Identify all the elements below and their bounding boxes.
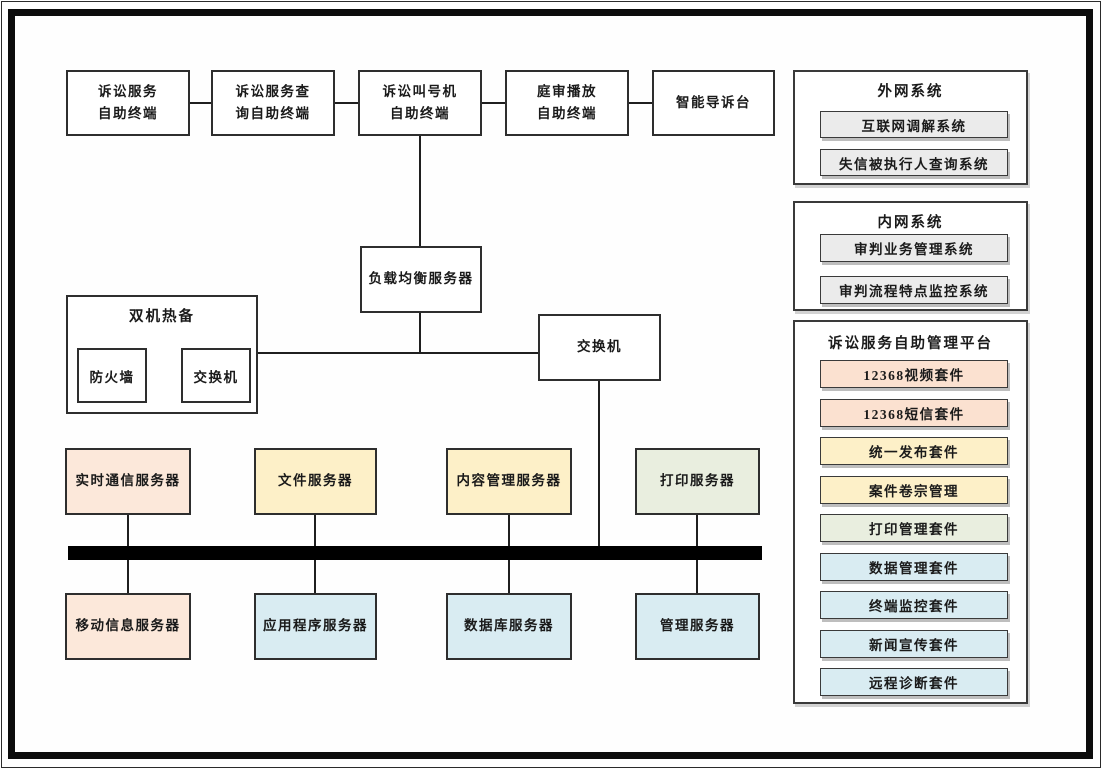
panel-title: 外网系统: [877, 84, 944, 100]
panel-item-terminal-monitor: 终端监控套件: [820, 591, 1008, 619]
connector-line: [127, 515, 129, 547]
main-switch-box: 交换机: [538, 314, 661, 381]
server-label: 文件服务器: [278, 473, 353, 489]
standby-switch-box: 交换机: [181, 348, 251, 403]
terminal-label: 诉讼叫号机 自助终端: [382, 83, 458, 121]
hot-standby-group: 双机热备 防火墙 交换机: [66, 295, 258, 414]
panel-item-news-publicity: 新闻宣传套件: [820, 630, 1008, 658]
panel-title: 诉讼服务自助管理平台: [828, 336, 993, 352]
panel-item-label: 终端监控套件: [869, 599, 959, 614]
server-box-print: 打印服务器: [635, 448, 760, 515]
server-box-realtime-comm: 实时通信服务器: [65, 448, 191, 515]
server-box-content-mgmt: 内容管理服务器: [446, 448, 572, 515]
panel-item-label: 打印管理套件: [869, 522, 959, 537]
load-balancer-box: 负载均衡服务器: [360, 246, 482, 313]
terminal-box-smart-guide: 智能导诉台: [652, 70, 775, 136]
panel-item-remote-diagnosis: 远程诊断套件: [820, 668, 1008, 696]
main-switch-label: 交换机: [577, 339, 622, 355]
connector-line: [127, 560, 129, 593]
server-box-database: 数据库服务器: [446, 593, 572, 660]
connector-line: [314, 515, 316, 547]
connector-line: [696, 560, 698, 593]
server-label: 数据库服务器: [464, 618, 554, 634]
panel-item-label: 案件卷宗管理: [869, 484, 959, 499]
server-box-mobile-info: 移动信息服务器: [65, 593, 191, 660]
panel-item-label: 新闻宣传套件: [869, 638, 959, 653]
panel-item-label: 12368短信套件: [863, 407, 965, 422]
panel-selfservice-platform: 诉讼服务自助管理平台 12368视频套件 12368短信套件 统一发布套件 案件…: [793, 320, 1028, 704]
panel-internal-network: 内网系统 审判业务管理系统 审判流程特点监控系统: [793, 201, 1028, 311]
terminal-label: 智能导诉台: [676, 94, 751, 110]
standby-switch-label: 交换机: [193, 369, 239, 385]
panel-item-12368-video: 12368视频套件: [820, 360, 1008, 388]
server-box-management: 管理服务器: [635, 593, 760, 660]
panel-external-network: 外网系统 互联网调解系统 失信被执行人查询系统: [793, 70, 1028, 185]
panel-item-label: 失信被执行人查询系统: [839, 156, 989, 172]
panel-item-label: 统一发布套件: [869, 445, 959, 460]
panel-item-unified-publish: 统一发布套件: [820, 437, 1008, 465]
terminal-label: 诉讼服务查 询自助终端: [235, 83, 311, 121]
panel-item-dishonest-query: 失信被执行人查询系统: [820, 149, 1008, 176]
terminal-label: 诉讼服务 自助终端: [98, 83, 158, 121]
connector-line: [629, 102, 652, 104]
connector-line: [598, 381, 600, 547]
panel-item-data-mgmt: 数据管理套件: [820, 553, 1008, 581]
panel-item-label: 互联网调解系统: [861, 118, 967, 134]
panel-title: 内网系统: [877, 215, 944, 231]
server-label: 打印服务器: [660, 473, 735, 489]
terminal-box-service-query: 诉讼服务查 询自助终端: [211, 70, 335, 136]
connector-line: [508, 515, 510, 547]
server-label: 应用程序服务器: [263, 618, 368, 634]
panel-item-trial-monitoring: 审判流程特点监控系统: [820, 276, 1008, 304]
connector-line: [696, 515, 698, 547]
connector-line: [335, 102, 358, 104]
panel-item-label: 审判业务管理系统: [854, 242, 974, 257]
connector-line: [314, 560, 316, 593]
panel-item-trial-business: 审判业务管理系统: [820, 234, 1008, 262]
panel-item-label: 数据管理套件: [869, 561, 959, 576]
panel-item-label: 审判流程特点监控系统: [839, 284, 989, 299]
connector-line: [482, 102, 505, 104]
connector-line: [258, 352, 539, 354]
terminal-box-court-playback: 庭审播放 自助终端: [505, 70, 629, 136]
connector-line: [419, 136, 421, 246]
terminal-box-litigation-service: 诉讼服务 自助终端: [66, 70, 190, 136]
panel-item-case-files: 案件卷宗管理: [820, 476, 1008, 504]
server-box-application: 应用程序服务器: [254, 593, 377, 660]
panel-item-print-mgmt: 打印管理套件: [820, 514, 1008, 542]
connector-line: [190, 102, 211, 104]
panel-item-12368-sms: 12368短信套件: [820, 399, 1008, 427]
panel-item-label: 远程诊断套件: [869, 676, 959, 691]
firewall-box: 防火墙: [77, 348, 147, 403]
server-label: 移动信息服务器: [75, 618, 181, 634]
outer-thick-frame: [8, 9, 1093, 759]
terminal-label: 庭审播放 自助终端: [537, 83, 597, 121]
terminal-box-queue-machine: 诉讼叫号机 自助终端: [358, 70, 482, 136]
server-label: 内容管理服务器: [456, 473, 562, 489]
panel-item-internet-mediation: 互联网调解系统: [820, 111, 1008, 138]
connector-line: [508, 560, 510, 593]
network-bus-bar: [68, 546, 762, 560]
panel-item-label: 12368视频套件: [863, 368, 965, 383]
server-label: 管理服务器: [660, 618, 735, 634]
server-box-file: 文件服务器: [254, 448, 377, 515]
load-balancer-label: 负载均衡服务器: [368, 271, 474, 287]
firewall-label: 防火墙: [89, 369, 135, 385]
hot-standby-title: 双机热备: [129, 309, 195, 325]
connector-line: [419, 313, 421, 353]
server-label: 实时通信服务器: [75, 473, 181, 489]
